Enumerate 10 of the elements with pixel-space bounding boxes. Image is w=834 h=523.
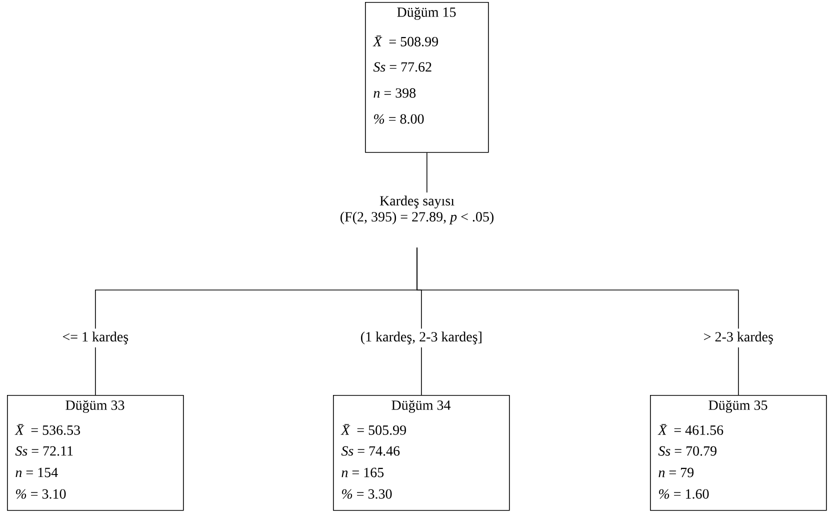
edge-label: <= 1 kardeş (59, 328, 132, 348)
split-label: Kardeş sayısı (F(2, 395) = 27.89, p < .05) (340, 196, 494, 224)
connector-line (416, 247, 739, 396)
connector-line (426, 152, 428, 193)
edge-label: (1 kardeş, 2-3 kardeş] (357, 328, 486, 348)
edge-label: > 2-3 kardeş (700, 328, 776, 348)
node-box: Düğüm 15 X̄ = 508.99 Ss = 77.62 n = 398 % = 8.00 (365, 2, 489, 153)
node-box: Düğüm 33 X̄ = 536.53 Ss = 72.11 n = 154 % = 3.10 (7, 395, 184, 511)
node-box: Düğüm 34 X̄ = 505.99 Ss = 74.46 n = 165 % = 3.30 (333, 395, 510, 511)
node-box: Düğüm 35 X̄ = 461.56 Ss = 70.79 n = 79 % = 1.60 (650, 395, 827, 511)
